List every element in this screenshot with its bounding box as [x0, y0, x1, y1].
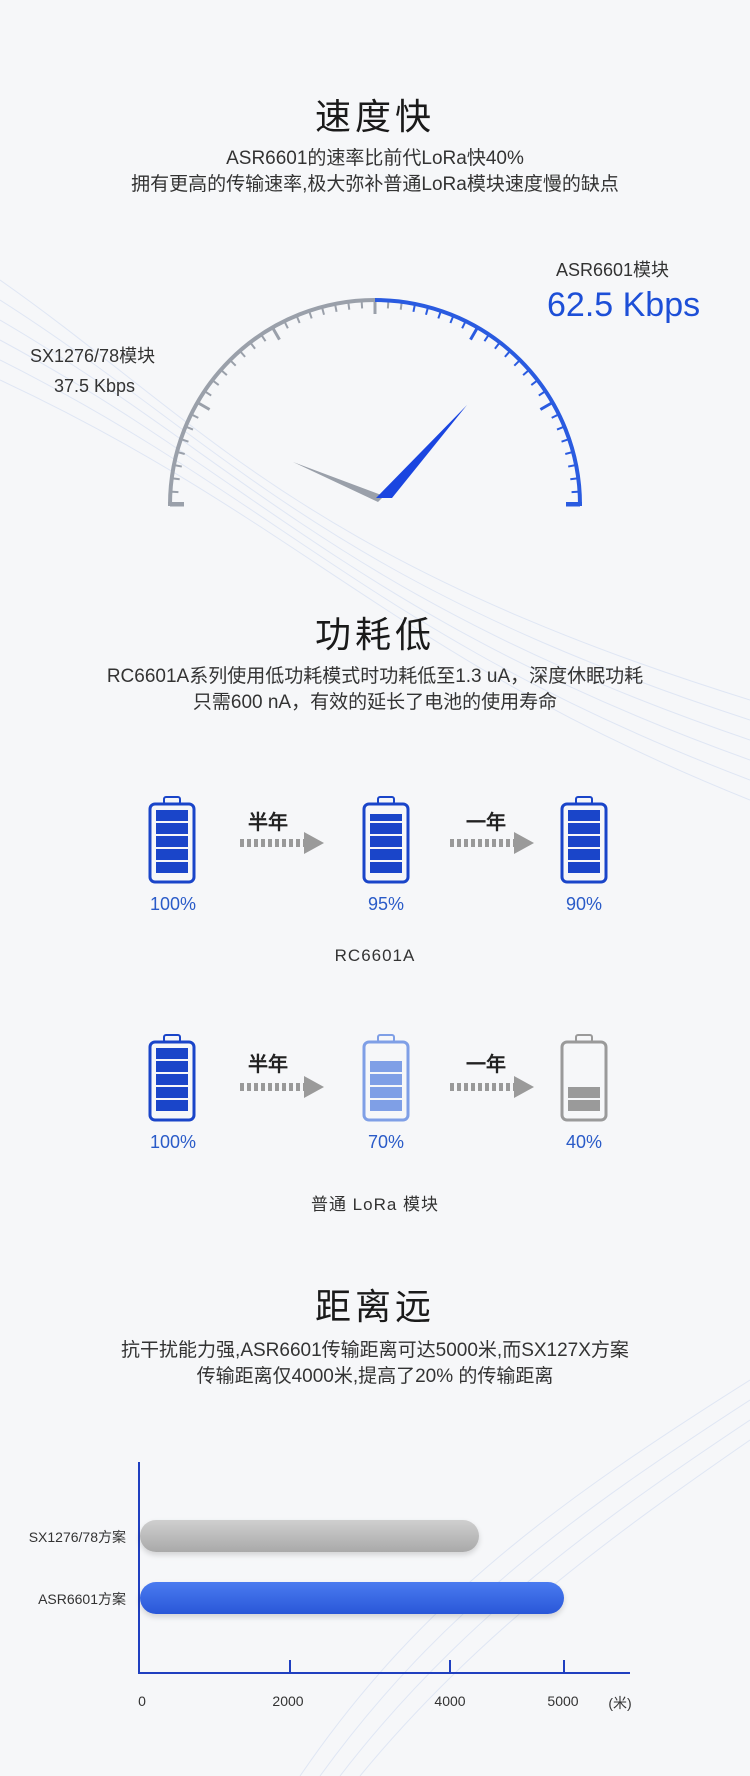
- gauge-tick: [469, 326, 479, 341]
- battery-cell: [156, 1074, 188, 1085]
- battery-cell: [370, 1100, 402, 1111]
- gauge-arc-grey: [168, 298, 376, 506]
- arrow-label-one-year: 一年: [466, 1054, 506, 1076]
- arrow-right-icon: [450, 1076, 534, 1098]
- sx1276-needle: [293, 462, 384, 502]
- asr6601-rate-label: 62.5 Kbps: [547, 286, 701, 324]
- rc6601a-caption: RC6601A: [334, 946, 416, 965]
- battery-rc6601a-half-year: [362, 796, 410, 884]
- battery-pct: 100%: [149, 894, 197, 914]
- battery-cell: [156, 823, 188, 834]
- battery-pct: 40%: [565, 1132, 603, 1152]
- sx1276-module-label: SX1276/78模块: [30, 346, 156, 366]
- arrow-right-icon: [450, 832, 534, 854]
- speed-gauge: [168, 298, 582, 507]
- battery-lora-half-year: [362, 1034, 410, 1122]
- x-tick: [289, 1660, 291, 1672]
- battery-rc6601a-one-year: [560, 796, 608, 884]
- battery-lora-start: [148, 1034, 196, 1122]
- power-desc-line2: 只需600 nA，有效的延长了电池的使用寿命: [192, 692, 558, 713]
- sx1276-rate-label: 37.5 Kbps: [54, 376, 136, 396]
- asr6601-module-label: ASR6601模块: [556, 260, 670, 280]
- battery-pct: 90%: [565, 894, 603, 914]
- x-tick-label: 2000: [272, 1693, 304, 1709]
- x-axis: [138, 1672, 630, 1674]
- battery-lora-one-year: [560, 1034, 608, 1122]
- y-axis: [138, 1462, 140, 1674]
- speed-desc-line1: ASR6601的速率比前代LoRa快40%: [226, 148, 524, 169]
- x-tick: [563, 1660, 565, 1672]
- arrow-label-half-year: 半年: [248, 812, 288, 834]
- distance-section-title: 距离远: [314, 1286, 435, 1327]
- gauge-tick: [196, 401, 211, 411]
- battery-pct: 100%: [149, 1132, 197, 1152]
- x-tick-label: 0: [138, 1693, 146, 1709]
- battery-cell: [568, 1087, 600, 1098]
- battery-pct: 70%: [367, 1132, 405, 1152]
- x-tick-label: 4000: [434, 1693, 466, 1709]
- battery-cell: [370, 1061, 402, 1072]
- speed-section-title: 速度快: [314, 96, 435, 137]
- battery-cell: [156, 862, 188, 873]
- power-section-title: 功耗低: [314, 614, 435, 655]
- x-tick-label: 5000: [547, 1693, 579, 1709]
- battery-pct: 95%: [367, 894, 405, 914]
- lora-module-caption: 普通 LoRa 模块: [310, 1195, 440, 1214]
- battery-cell: [568, 823, 600, 834]
- speed-desc-line2: 拥有更高的传输速率,极大弥补普通LoRa模块速度慢的缺点: [131, 174, 619, 195]
- distance-desc-line2: 传输距离仅4000米,提高了20% 的传输距离: [196, 1366, 554, 1387]
- bar-asr6601: [140, 1582, 564, 1614]
- battery-cell: [568, 810, 600, 821]
- arrow-label-half-year: 半年: [248, 1054, 288, 1076]
- battery-cell: [156, 1087, 188, 1098]
- battery-rc6601a-start: [148, 796, 196, 884]
- battery-cell: [370, 836, 402, 847]
- gauge-arc-blue: [374, 298, 582, 506]
- battery-cell: [568, 862, 600, 873]
- arrow-right-icon: [240, 1076, 324, 1098]
- battery-cell: [156, 1061, 188, 1072]
- asr6601-needle: [376, 405, 467, 498]
- battery-cell: [156, 1100, 188, 1111]
- power-desc-line1: RC6601A系列使用低功耗模式时功耗低至1.3 uA，深度休眠功耗: [106, 666, 644, 687]
- battery-cell: [568, 849, 600, 860]
- gauge-tick: [539, 401, 554, 411]
- x-tick: [449, 1660, 451, 1672]
- arrow-label-one-year: 一年: [466, 812, 506, 834]
- bar-label: SX1276/78方案: [28, 1529, 126, 1545]
- battery-cell: [370, 814, 402, 821]
- battery-cell: [370, 862, 402, 873]
- battery-cell: [156, 836, 188, 847]
- battery-cell: [156, 1048, 188, 1059]
- battery-cell: [568, 1100, 600, 1111]
- battery-cell: [370, 1074, 402, 1085]
- gauge-tick: [271, 326, 281, 341]
- arrow-right-icon: [240, 832, 324, 854]
- battery-cell: [156, 849, 188, 860]
- x-unit-label: (米): [608, 1695, 632, 1711]
- battery-cell: [370, 823, 402, 834]
- battery-cell: [568, 836, 600, 847]
- battery-cell: [370, 849, 402, 860]
- distance-desc-line1: 抗干扰能力强,ASR6601传输距离可达5000米,而SX127X方案: [121, 1340, 629, 1361]
- bar-label: ASR6601方案: [38, 1591, 126, 1607]
- battery-cell: [370, 1087, 402, 1098]
- battery-cell: [156, 810, 188, 821]
- bar-sx1276: [140, 1520, 480, 1552]
